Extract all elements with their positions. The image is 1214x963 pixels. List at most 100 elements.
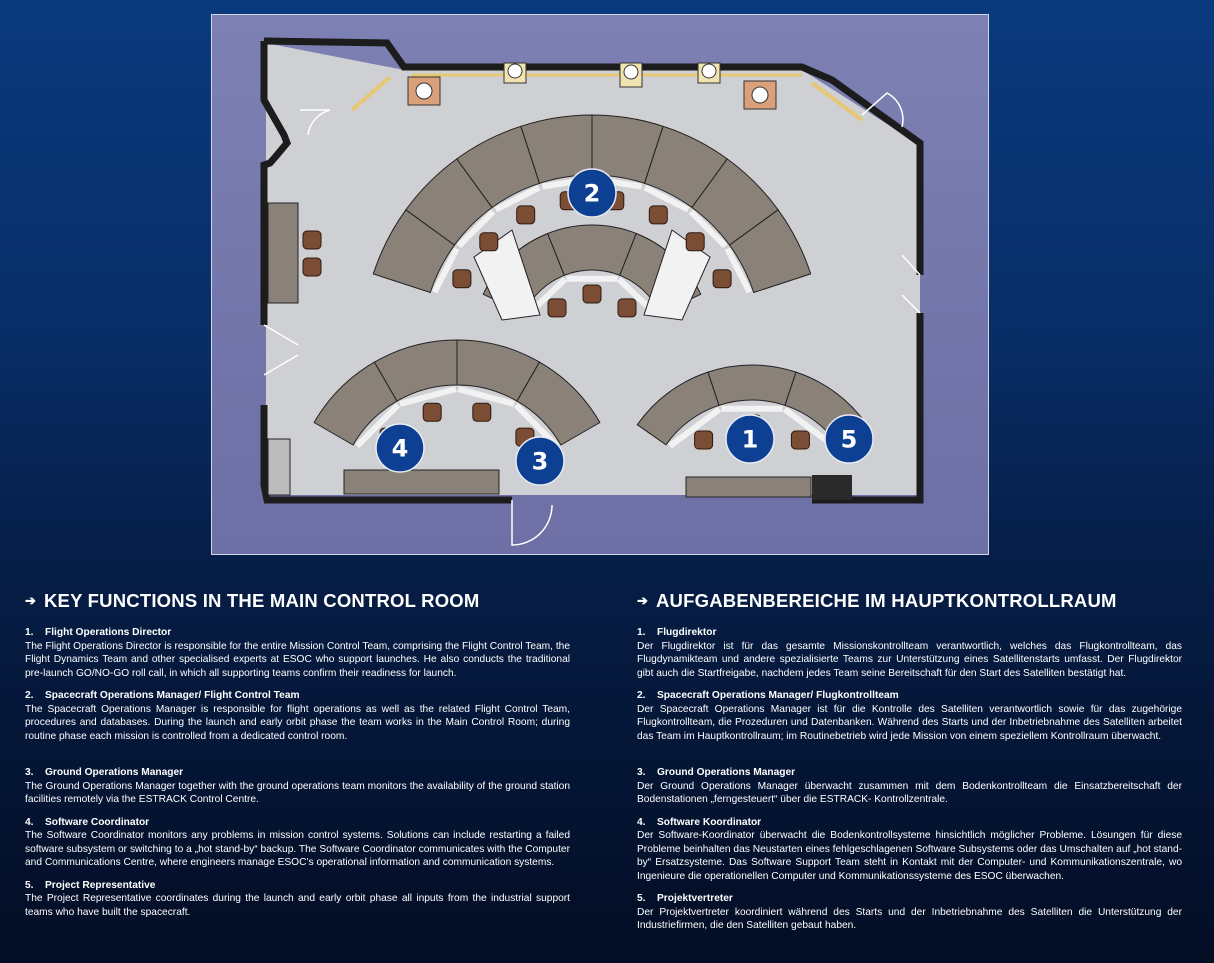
function-title: 2.Spacecraft Operations Manager/ Flight … — [25, 689, 570, 703]
clock-icon-1 — [415, 82, 433, 100]
chair — [479, 232, 499, 252]
function-title-text: Software Coordinator — [45, 816, 150, 828]
role-marker-number: 2 — [584, 180, 601, 208]
role-marker-circle — [515, 436, 565, 486]
chair — [790, 430, 810, 450]
function-description: The Ground Operations Manager together w… — [25, 780, 570, 806]
arrow-right-icon: ➔ — [25, 593, 37, 608]
role-markers: 1 2 3 4 5 — [375, 168, 874, 486]
chair — [516, 205, 536, 225]
console-desk-edge — [688, 209, 728, 249]
function-title-text: Spacecraft Operations Manager/ Flight Co… — [45, 690, 300, 701]
function-number: 4. — [637, 816, 646, 828]
wall-top — [263, 37, 924, 275]
function-title-text: Ground Operations Manager — [45, 767, 184, 778]
window-strip-left — [350, 75, 392, 112]
console-desk-edge — [431, 247, 460, 294]
console-desk-edge — [457, 386, 515, 407]
wall-left-upper — [260, 41, 291, 325]
function-number: 4. — [25, 816, 34, 828]
arrow-right-icon: ➔ — [637, 593, 649, 608]
bottom-cabinet-right — [812, 475, 852, 500]
function-title-text: Software Koordinator — [657, 816, 762, 828]
function-number: 5. — [25, 879, 34, 891]
function-number: 5. — [637, 893, 646, 904]
door-upper-left — [300, 109, 331, 136]
console-desk-edge — [456, 209, 496, 249]
function-title: 5. Project Representative — [25, 879, 570, 893]
wall-display-5 — [743, 80, 777, 110]
chair — [302, 257, 322, 277]
function-title: 5. Projektvertreter — [637, 892, 1182, 906]
chair — [582, 284, 602, 304]
function-title-text: Project Representative — [45, 879, 156, 891]
function-number: 1. — [25, 627, 34, 638]
function-title: 3. Ground Operations Manager — [25, 766, 570, 780]
console-wing-left — [473, 229, 541, 321]
function-description: The Spacecraft Operations Manager is res… — [25, 703, 570, 742]
wall-bottom — [260, 405, 512, 504]
console-desk-edge — [494, 184, 541, 213]
chair — [452, 269, 472, 289]
console-rows — [313, 114, 868, 449]
function-title-text: Flugdirektor — [657, 627, 717, 638]
chair — [617, 298, 637, 318]
function-title: 2.Spacecraft Operations Manager/ Flugkon… — [637, 689, 1182, 703]
spacer — [25, 752, 570, 766]
function-description: Der Ground Operations Manager überwacht … — [637, 780, 1182, 806]
bottom-counter-right — [685, 476, 812, 498]
function-title: 4. Software Coordinator — [25, 816, 570, 830]
clock-icon-3 — [623, 64, 639, 80]
function-title-text: Projektvertreter — [657, 893, 733, 904]
console-row-right — [636, 364, 868, 449]
function-description: Der Spacecraft Operations Manager ist fü… — [637, 703, 1182, 742]
control-room-floorplan: 1 2 3 4 5 — [260, 37, 924, 546]
console-segment — [707, 364, 797, 406]
function-title-text: Ground Operations Manager — [657, 767, 796, 778]
function-description: The Project Representative coordinates d… — [25, 893, 570, 918]
console-segment — [728, 209, 812, 294]
function-title: 4. Software Koordinator — [637, 816, 1182, 830]
window-strip-right — [810, 81, 864, 122]
chair — [422, 402, 442, 422]
role-marker-1: 1 — [725, 414, 775, 464]
clock-icon-4 — [701, 63, 717, 79]
chair — [648, 205, 668, 225]
role-marker-4: 4 — [375, 423, 425, 473]
door-right — [901, 254, 921, 314]
role-marker-number: 3 — [532, 448, 549, 476]
function-title: 3.Ground Operations Manager — [637, 766, 1182, 780]
console-wing-right — [643, 229, 711, 321]
function-title-text: Spacecraft Operations Manager/ Flugkontr… — [657, 690, 899, 701]
function-number: 3. — [25, 767, 34, 778]
english-heading-text: KEY FUNCTIONS IN THE MAIN CONTROL ROOM — [44, 590, 480, 611]
chair — [472, 402, 492, 422]
function-description: The Software Coordinator monitors any pr… — [25, 830, 570, 868]
door-left — [263, 324, 299, 376]
chair — [712, 269, 732, 289]
function-description: Der Software-Koordinator überwacht die B… — [637, 830, 1182, 882]
function-item: 2.Spacecraft Operations Manager/ Flight … — [25, 689, 570, 743]
console-row-left — [313, 339, 601, 449]
function-description: Der Flugdirektor ist für das gesamte Mis… — [637, 640, 1182, 679]
function-description: The Flight Operations Director is respon… — [25, 640, 570, 679]
role-marker-number: 1 — [742, 426, 759, 454]
function-number: 1. — [637, 627, 646, 638]
console-desk-edge — [399, 386, 457, 407]
function-item: 2.Spacecraft Operations Manager/ Flugkon… — [637, 689, 1182, 743]
role-marker-5: 5 — [824, 414, 874, 464]
function-description: Der Projektvertreter koordiniert während… — [637, 906, 1182, 932]
door-bottom — [511, 500, 553, 546]
console-segment — [516, 361, 601, 446]
clock-icon-5 — [751, 86, 769, 104]
console-desk-edge — [643, 184, 690, 213]
bottom-counter-left — [343, 469, 500, 495]
